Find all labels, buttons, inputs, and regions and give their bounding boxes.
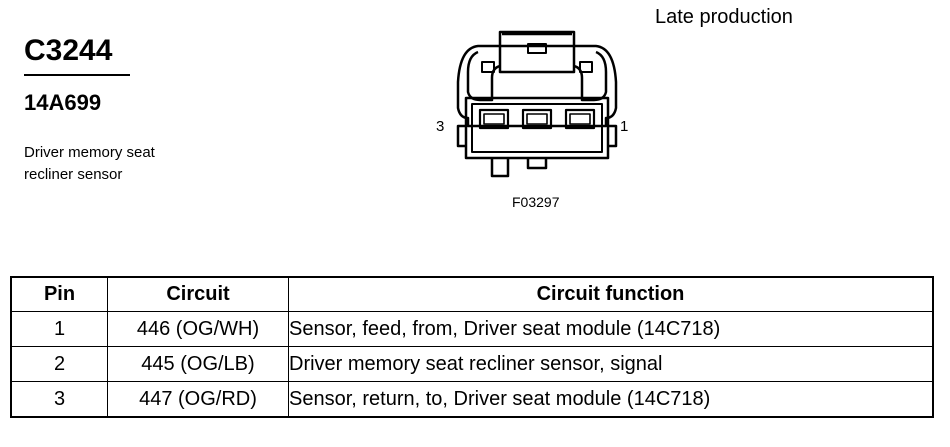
pin-cell: 2 xyxy=(10,346,108,382)
connector-face-diagram xyxy=(456,30,618,178)
connector-id-underline xyxy=(24,74,130,76)
header-pin: Pin xyxy=(10,276,108,312)
connector-id: C3244 xyxy=(24,34,113,67)
pin-3-callout: 3 xyxy=(436,118,445,135)
table-row: 1 446 (OG/WH) Sensor, feed, from, Driver… xyxy=(10,311,934,347)
table-header-row: Pin Circuit Circuit function xyxy=(10,276,934,312)
production-variant-label: Late production xyxy=(655,6,793,28)
description-line-2: recliner sensor xyxy=(24,166,123,183)
pinout-table: Pin Circuit Circuit function 1 446 (OG/W… xyxy=(10,276,934,418)
connector-body xyxy=(464,96,610,160)
table-row: 3 447 (OG/RD) Sensor, return, to, Driver… xyxy=(10,381,934,418)
function-cell: Driver memory seat recliner sensor, sign… xyxy=(288,346,934,382)
header-circuit-function: Circuit function xyxy=(288,276,934,312)
connector-outer-housing xyxy=(456,44,618,128)
connector-latch xyxy=(498,30,576,74)
circuit-cell: 446 (OG/WH) xyxy=(107,311,289,347)
header-circuit: Circuit xyxy=(107,276,289,312)
function-cell: Sensor, return, to, Driver seat module (… xyxy=(288,381,934,418)
description-line-1: Driver memory seat xyxy=(24,144,155,161)
latch-window xyxy=(527,43,547,54)
figure-code: F03297 xyxy=(512,194,560,210)
connector-description: Driver memory seat recliner sensor xyxy=(24,142,155,186)
connector-key xyxy=(490,158,510,178)
pin-cavity-3 xyxy=(478,108,510,130)
pin-1-callout: 1 xyxy=(620,118,629,135)
pin-cell: 3 xyxy=(10,381,108,418)
circuit-cell: 447 (OG/RD) xyxy=(107,381,289,418)
pin-cell: 1 xyxy=(10,311,108,347)
pin-cavity-1 xyxy=(564,108,596,130)
circuit-cell: 445 (OG/LB) xyxy=(107,346,289,382)
pin-cavity-2 xyxy=(521,108,553,130)
part-number: 14A699 xyxy=(24,90,102,115)
function-cell: Sensor, feed, from, Driver seat module (… xyxy=(288,311,934,347)
table-row: 2 445 (OG/LB) Driver memory seat recline… xyxy=(10,346,934,382)
